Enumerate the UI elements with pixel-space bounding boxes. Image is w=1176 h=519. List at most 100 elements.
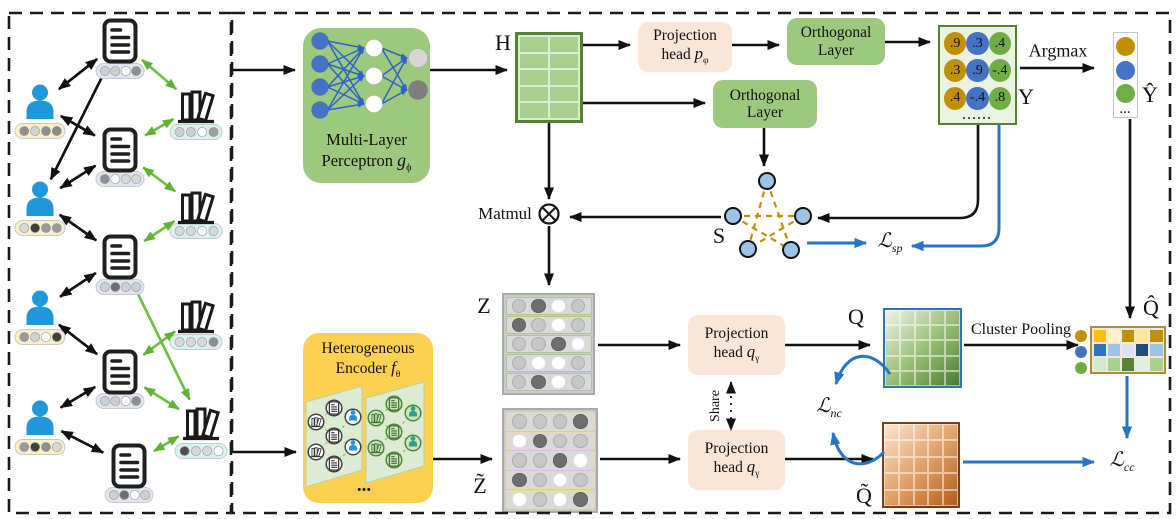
- graph-edge-u1-d2: [59, 114, 96, 137]
- graph-node-b1: [169, 90, 223, 140]
- projection-head-p-line1: Projection: [653, 27, 717, 45]
- y-value: .9: [966, 59, 989, 83]
- label-Y: Y: [1018, 84, 1034, 109]
- graph-node-u4: [14, 400, 66, 455]
- q-cell: [913, 440, 929, 457]
- q-cell: [930, 370, 945, 386]
- projection-head-q-bottom-line1: Projection: [704, 440, 769, 458]
- z-dot: [551, 374, 566, 390]
- mlp-symbol: g: [397, 149, 407, 170]
- q-matrix: [883, 308, 962, 388]
- q-cell: [943, 473, 958, 490]
- feature-vector: [95, 63, 145, 79]
- y-hat-prediction-vector: ...: [1113, 32, 1138, 118]
- z-dot: [531, 374, 546, 390]
- q-cell: [943, 456, 958, 474]
- qhat-cell: [1135, 329, 1149, 343]
- q-cell: [915, 370, 930, 386]
- q-cell: [884, 456, 899, 474]
- feature-vector: [14, 329, 66, 345]
- z-dot: [531, 317, 546, 333]
- z-dot: [570, 298, 586, 314]
- y-value: .3: [966, 32, 989, 56]
- y-value: .4: [944, 86, 967, 110]
- h-cell: [550, 37, 578, 52]
- orthogonal-layer-top-box: Orthogonal Layer: [787, 18, 885, 65]
- s-graph-node: [782, 241, 800, 259]
- encoder-ellipsis: ...: [356, 475, 372, 496]
- graph-node-u2: [14, 181, 66, 236]
- h-cell: [550, 70, 578, 85]
- graph-node-d1: [95, 18, 145, 79]
- h-cell: [550, 86, 578, 102]
- q-cell: [884, 424, 899, 441]
- y-row: .3.9-.4: [942, 57, 1013, 84]
- z-dot: [532, 414, 548, 429]
- q-cell: [900, 340, 915, 356]
- q-cell: [930, 310, 945, 326]
- encoder-subscript: θ: [395, 369, 401, 381]
- graph-node-d4: [95, 349, 145, 409]
- z-row: [505, 431, 595, 451]
- qhat-cell: [1121, 343, 1135, 357]
- z-row: [505, 451, 595, 470]
- orthogonal-layer-top-line1: Orthogonal: [800, 24, 872, 42]
- book-icon: [178, 90, 215, 124]
- z-dot: [573, 433, 588, 449]
- graph-edge-u3-d4: [58, 323, 98, 356]
- h-matrix: [515, 32, 583, 123]
- projection-head-q-top-symbol: q: [746, 341, 756, 361]
- h-cell: [550, 103, 578, 118]
- label-Y-hat: Ŷ: [1142, 82, 1158, 107]
- z-dot: [532, 492, 548, 507]
- y-value: -.4: [988, 59, 1011, 83]
- q-cell: [945, 310, 960, 326]
- encoder-label-line2: Encoder: [335, 360, 388, 378]
- z-dot: [532, 472, 548, 488]
- y-value: .4: [988, 32, 1011, 56]
- y-soft-assignment-matrix: .9.3.4.3.9-.4.4-.4.8......: [938, 25, 1017, 125]
- projection-head-q-top-line1: Projection: [704, 325, 769, 343]
- graph-edge-u2-d3: [58, 213, 98, 242]
- s-similarity-graph: [724, 172, 812, 259]
- z-dot: [552, 492, 568, 507]
- h-cell: [520, 86, 548, 102]
- z-dot: [570, 374, 586, 390]
- y-value: .3: [944, 59, 967, 83]
- orthogonal-layer-mid-line2: Layer: [746, 104, 784, 121]
- z-dot: [531, 298, 546, 314]
- yhat-class-dot: [1116, 84, 1135, 103]
- z-dot: [573, 414, 588, 429]
- doc-icon: [102, 18, 138, 64]
- user-icon: [26, 290, 54, 325]
- z-dot: [512, 433, 527, 449]
- h-cell: [520, 103, 548, 118]
- q-cell: [930, 355, 945, 371]
- projection-head-q-top-subscript: γ: [755, 352, 760, 364]
- projection-head-p-box: Projection head pφ: [638, 22, 732, 72]
- mlp-label-line1: Multi-Layer: [326, 130, 407, 150]
- z-dot: [511, 317, 527, 333]
- graph-node-u1: [14, 84, 66, 139]
- graph-node-u3: [14, 290, 66, 345]
- feature-vector: [169, 124, 223, 140]
- qhat-cell: [1135, 343, 1149, 357]
- z-dot: [573, 492, 588, 507]
- q-cell: [928, 473, 944, 490]
- arrow-y-to-s: [816, 125, 980, 223]
- q-cell: [915, 325, 930, 341]
- q-cell: [943, 440, 958, 457]
- graph-edge-d3-b2: [143, 220, 176, 243]
- graph-edge-d4-b3: [142, 330, 176, 356]
- projection-head-q-bottom-subscript: γ: [755, 467, 760, 479]
- yhat-class-dot: [1116, 60, 1135, 80]
- z-dot: [511, 355, 527, 371]
- q-cell: [928, 424, 944, 441]
- s-graph-node: [758, 172, 776, 190]
- graph-edge-d1-b1: [141, 58, 178, 91]
- feature-vector: [14, 439, 66, 455]
- graph-node-d2: [95, 127, 145, 187]
- z-dot: [532, 433, 548, 449]
- doc-icon: [102, 234, 138, 280]
- z-dot: [552, 472, 568, 488]
